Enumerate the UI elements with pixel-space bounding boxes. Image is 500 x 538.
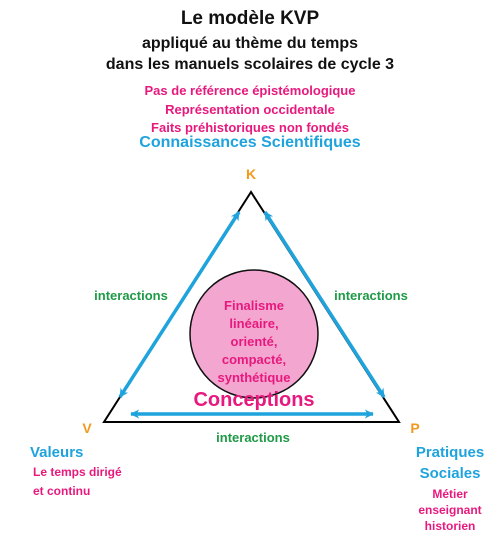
practices-line-3: historien (424, 519, 476, 533)
title-line-3: dans les manuels scolaires de cycle 3 (105, 56, 395, 73)
conceptions-line-4: compacté, (222, 352, 286, 367)
practices-heading-1: Pratiques (415, 444, 485, 461)
values-line-2: et continu (33, 484, 91, 498)
conceptions-line-3: orienté, (231, 334, 278, 349)
title-line-1: Le modèle KVP (180, 8, 320, 29)
title-line-2: appliqué au thème du temps (141, 35, 359, 52)
arrow-k-v (118, 211, 241, 398)
vertex-v-label: V (82, 420, 92, 436)
k-item-2: Représentation occidentale (165, 102, 335, 117)
interactions-label-left: interactions (94, 288, 168, 303)
conceptions-line-2: linéaire, (229, 316, 278, 331)
k-item-3: Faits préhistoriques non fondés (151, 120, 349, 135)
k-item-1: Pas de référence épistémologique (144, 83, 356, 98)
conceptions-line-1: Finalisme (224, 298, 284, 313)
interactions-label-right: interactions (334, 288, 408, 303)
values-heading: Valeurs (30, 444, 84, 461)
practices-heading-2: Sociales (419, 465, 481, 482)
conceptions-label: Conceptions (193, 389, 314, 411)
practices-line-2: enseignant (418, 503, 482, 517)
values-line-1: Le temps dirigé (33, 465, 122, 479)
k-heading: Connaissances Scientifiques (139, 134, 361, 151)
vertex-p-label: P (410, 420, 419, 436)
arrow-k-p (263, 211, 386, 398)
vertex-k-label: K (246, 166, 256, 182)
interactions-label-bottom: interactions (216, 430, 290, 445)
practices-line-1: Métier (432, 487, 468, 501)
conceptions-line-5: synthétique (218, 370, 291, 385)
